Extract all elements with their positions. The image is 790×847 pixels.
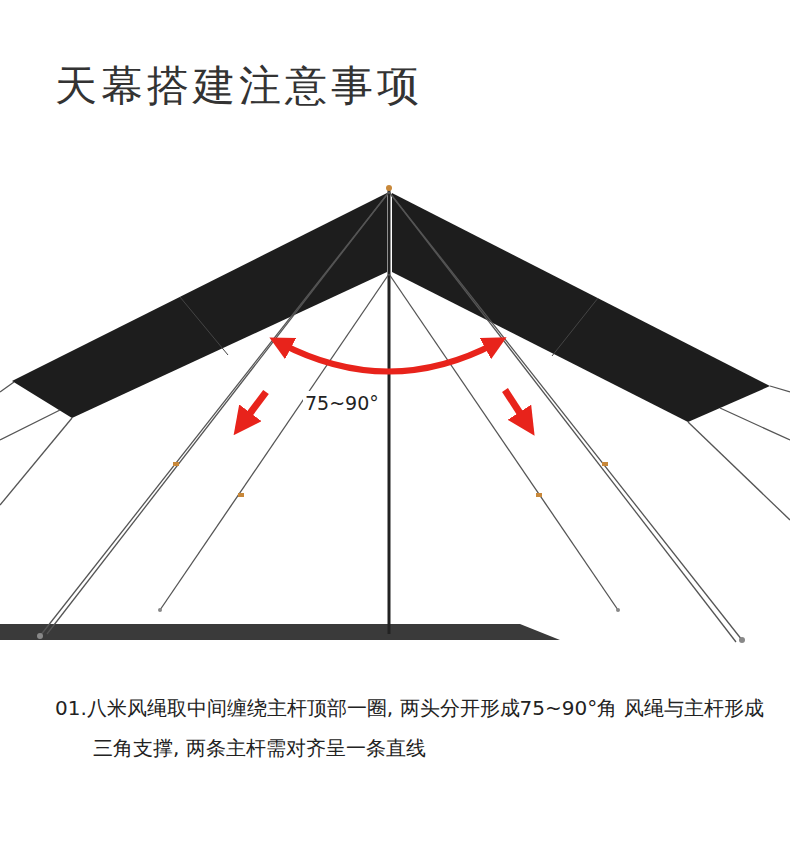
tarp-right	[392, 193, 770, 422]
ground-shadow	[0, 624, 560, 640]
tarp-left	[12, 193, 387, 418]
angle-arc	[280, 343, 496, 372]
page-title: 天幕搭建注意事项	[55, 58, 423, 114]
guy-lines	[0, 192, 790, 642]
angle-label: 75~90°	[303, 391, 381, 415]
red-arrow	[242, 392, 266, 424]
main-pole	[388, 186, 391, 634]
line-tensioners	[173, 462, 608, 497]
instruction-caption: 01.八米风绳取中间缠绕主杆顶部一圈, 两头分开形成75~90°角 风绳与主杆形…	[55, 688, 765, 768]
red-arrow	[505, 390, 527, 424]
pole-tip	[386, 185, 392, 191]
stakes	[37, 608, 745, 643]
